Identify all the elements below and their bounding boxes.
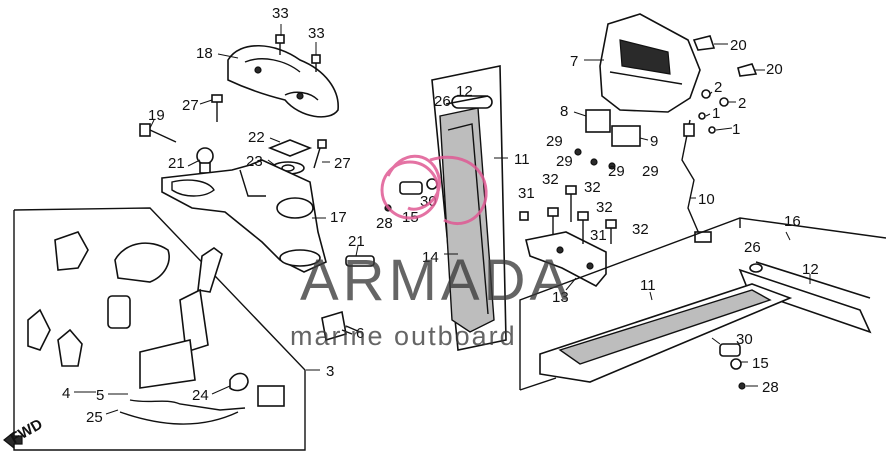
callout: 31 bbox=[518, 185, 535, 202]
callout: 1 bbox=[732, 121, 740, 138]
callout: 32 bbox=[542, 171, 559, 188]
part-13-mount-bracket bbox=[525, 231, 607, 288]
part-20-clips bbox=[692, 35, 758, 77]
part-3-column-assembly bbox=[119, 288, 353, 425]
left-panel-parts bbox=[27, 231, 223, 367]
center-rail-plate bbox=[431, 65, 507, 351]
part-16-board bbox=[519, 217, 886, 391]
callout: 19 bbox=[148, 107, 165, 124]
callout: 25 bbox=[86, 409, 103, 426]
parts-15-28-30-right bbox=[719, 343, 746, 390]
callout: 7 bbox=[570, 53, 578, 70]
callout: 2 bbox=[738, 95, 746, 112]
part-27-bolt-upper bbox=[211, 94, 223, 122]
callout: 14 bbox=[422, 249, 439, 266]
part-21-bolt-lower bbox=[345, 255, 375, 267]
callout: 29 bbox=[642, 163, 659, 180]
part-21-knob bbox=[196, 147, 214, 174]
callout: 17 bbox=[330, 209, 347, 226]
fwd-label: FWD bbox=[8, 416, 46, 448]
callout: 10 bbox=[698, 191, 715, 208]
callout: 21 bbox=[168, 155, 185, 172]
callout: 20 bbox=[730, 37, 747, 54]
lower-left-panel bbox=[13, 207, 306, 451]
callout: 32 bbox=[632, 221, 649, 238]
callout: 12 bbox=[456, 83, 473, 100]
watermark: ARMADA marine outboard bbox=[290, 154, 572, 351]
callout: 16 bbox=[784, 213, 801, 230]
callout: 15 bbox=[752, 355, 769, 372]
callout: 1 bbox=[712, 105, 720, 122]
callout: 18 bbox=[196, 45, 213, 62]
callout: 8 bbox=[560, 103, 568, 120]
part-10-cable bbox=[681, 119, 712, 243]
callout: 11 bbox=[514, 151, 530, 168]
callout: 26 bbox=[744, 239, 761, 256]
callout: 24 bbox=[192, 387, 209, 404]
callout: 4 bbox=[62, 385, 70, 402]
callout: 12 bbox=[802, 261, 819, 278]
callout: 5 bbox=[96, 387, 104, 404]
part-12-rod-upper bbox=[445, 95, 489, 105]
callout-labels: 33 33 18 27 19 22 23 27 21 17 21 7 20 20… bbox=[62, 5, 819, 426]
callout: 31 bbox=[590, 227, 607, 244]
callout: 13 bbox=[552, 289, 569, 306]
callout: 21 bbox=[348, 233, 365, 250]
callout: 2 bbox=[714, 79, 722, 96]
part-6-key bbox=[345, 325, 361, 333]
callout: 32 bbox=[584, 179, 601, 196]
callout: 26 bbox=[434, 93, 451, 110]
callout: 6 bbox=[356, 325, 364, 342]
callout: 32 bbox=[596, 199, 613, 216]
part-17-bracket bbox=[161, 159, 327, 273]
part-19-bolt bbox=[139, 123, 177, 143]
callout: 3 bbox=[326, 363, 334, 380]
callout: 29 bbox=[608, 163, 625, 180]
callout: 29 bbox=[546, 133, 563, 150]
watermark-tagline: marine outboard bbox=[290, 321, 517, 351]
leader-lines bbox=[74, 24, 811, 415]
callout: 27 bbox=[334, 155, 351, 172]
callout: 11 bbox=[640, 277, 656, 294]
callout: 20 bbox=[766, 61, 783, 78]
part-29-screws bbox=[574, 148, 616, 170]
callout: 28 bbox=[762, 379, 779, 396]
callout: 27 bbox=[182, 97, 199, 114]
callout: 23 bbox=[246, 153, 263, 170]
callout: 22 bbox=[248, 129, 265, 146]
callout: 33 bbox=[272, 5, 289, 22]
callout: 33 bbox=[308, 25, 325, 42]
watermark-logo-icon bbox=[380, 154, 488, 226]
callout: 30 bbox=[736, 331, 753, 348]
part-27-bolt-lower bbox=[313, 139, 327, 169]
part-33-bolts bbox=[275, 34, 321, 72]
parts-31-32-bolts bbox=[519, 185, 617, 244]
watermark-brand: ARMADA bbox=[300, 248, 572, 313]
fwd-arrow-icon bbox=[3, 430, 23, 450]
part-18-top-cover bbox=[227, 44, 339, 118]
callout: 9 bbox=[650, 133, 658, 150]
parts-8-9-blocks bbox=[585, 109, 641, 147]
part-7-cover bbox=[599, 13, 701, 113]
callout: 28 bbox=[376, 215, 393, 232]
callout: 29 bbox=[556, 153, 573, 170]
